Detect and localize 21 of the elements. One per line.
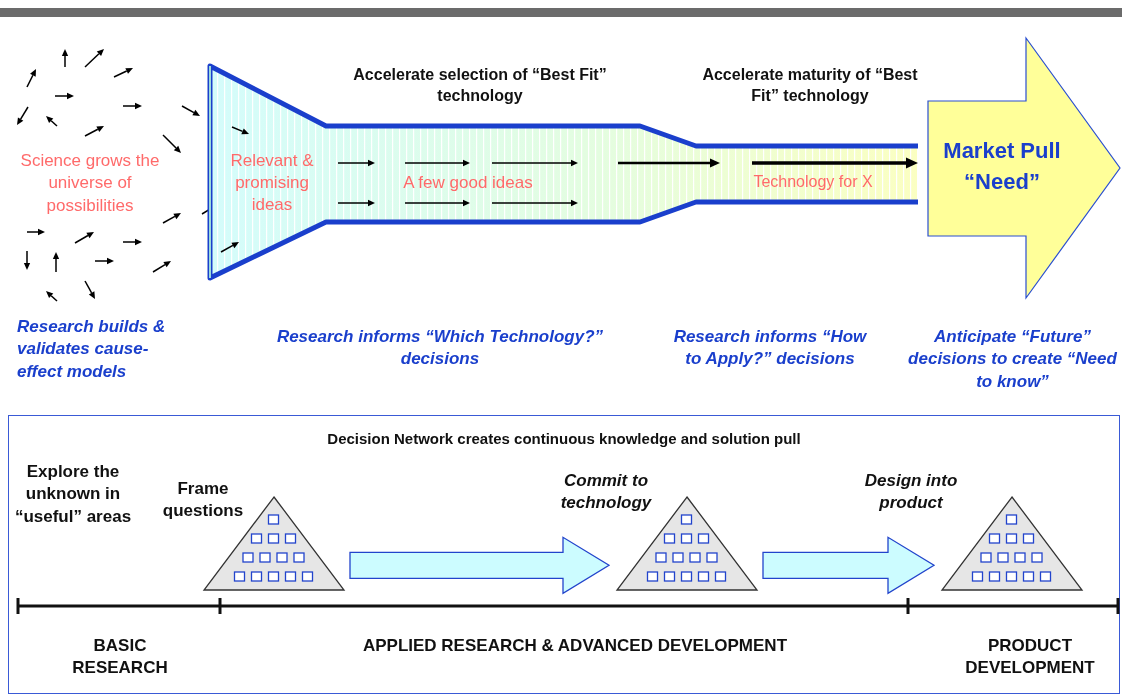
phase-label: APPLIED RESEARCH & ADVANCED DEVELOPMENT: [361, 635, 789, 657]
heading-text: Accelerate maturity of “Best Fit” technology: [701, 65, 919, 107]
node-caption: Commit to technology: [559, 470, 653, 515]
annotation-text: Research builds & validates cause-effect models: [17, 316, 167, 383]
annotation-text: Research informs “How to Apply?” decisions: [672, 326, 868, 371]
annotation-text: Anticipate “Future” decisions to create “Need to know”: [907, 326, 1118, 393]
block-arrow: [349, 536, 611, 595]
panel-title: Decision Network creates continuous knowledge and solution pull: [326, 430, 802, 447]
heading-text: Accelerate selection of “Best Fit” technology: [352, 65, 608, 107]
phase-label: BASIC RESEARCH: [71, 635, 169, 680]
funnel-label: A few good ideas: [402, 172, 534, 194]
annotation-text: Research informs “Which Technology?” decisions: [275, 326, 605, 371]
phase-label: PRODUCT DEVELOPMENT: [964, 635, 1096, 680]
funnel-label: Relevant & promising ideas: [229, 150, 315, 217]
arrow-label: Market Pull “Need”: [942, 137, 1062, 196]
node-caption: Frame questions: [161, 478, 245, 523]
label-text: Explore the unknown in “useful” areas: [13, 461, 133, 528]
label-text: Science grows the universe of possibilities: [19, 150, 161, 217]
block-arrow: [762, 536, 936, 595]
node-caption: Design into product: [863, 470, 959, 515]
funnel-label: Technology for X: [752, 172, 874, 192]
